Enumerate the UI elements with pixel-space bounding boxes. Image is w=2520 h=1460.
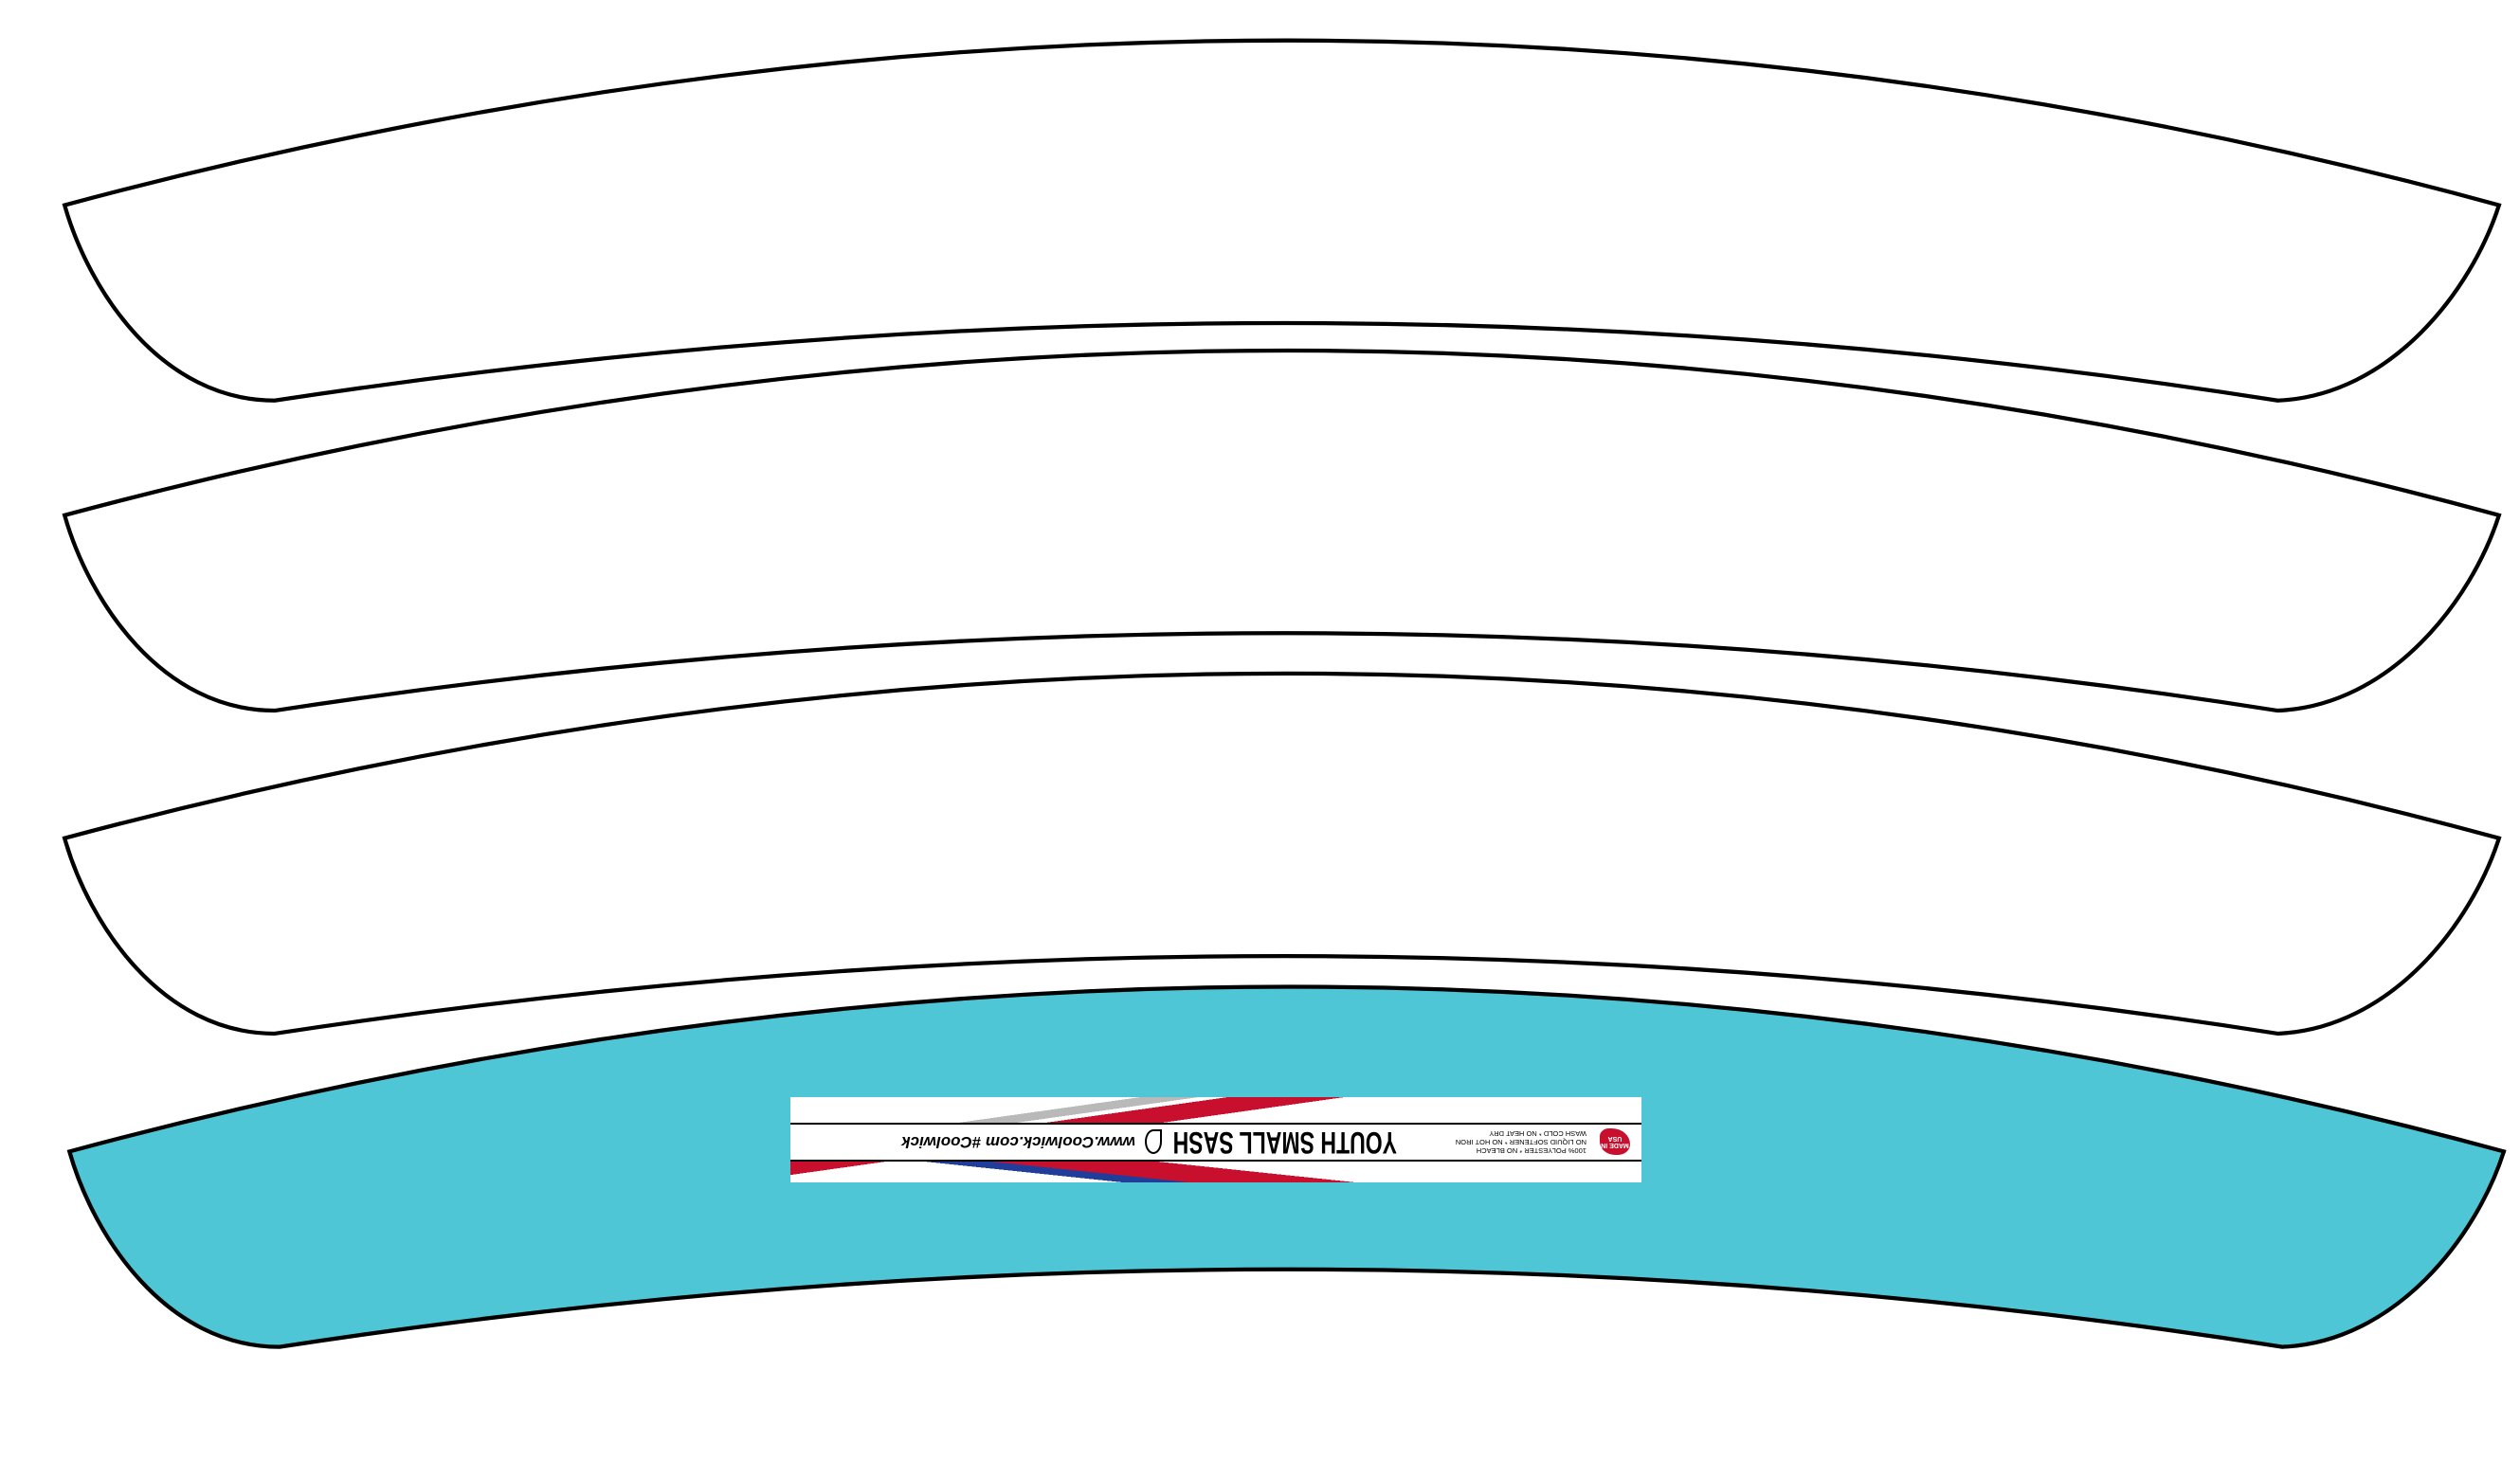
label-title: YOUTH SMALL SASH (1172, 1126, 1397, 1160)
coolwick-logo-icon (1145, 1129, 1162, 1155)
label-band: MADE IN USA 100% POLYESTER * NO BLEACH N… (790, 1123, 1641, 1162)
care-instructions: 100% POLYESTER * NO BLEACH NO LIQUID SOF… (1425, 1129, 1586, 1155)
sash-piece-3 (62, 671, 2502, 1036)
care-line: WASH COLD * NO HEAT DRY (1489, 1129, 1586, 1138)
label-url: www.Coolwick.com #Coolwick (901, 1133, 1135, 1152)
made-in-usa-badge: MADE IN USA (1600, 1128, 1630, 1156)
sash-piece-1 (62, 38, 2502, 403)
sash-label: MADE IN USA 100% POLYESTER * NO BLEACH N… (790, 1097, 1641, 1182)
care-line: 100% POLYESTER * NO BLEACH (1476, 1146, 1586, 1155)
sash-piece-2 (62, 348, 2502, 713)
care-line: NO LIQUID SOFTENER * NO HOT IRON (1455, 1138, 1586, 1146)
